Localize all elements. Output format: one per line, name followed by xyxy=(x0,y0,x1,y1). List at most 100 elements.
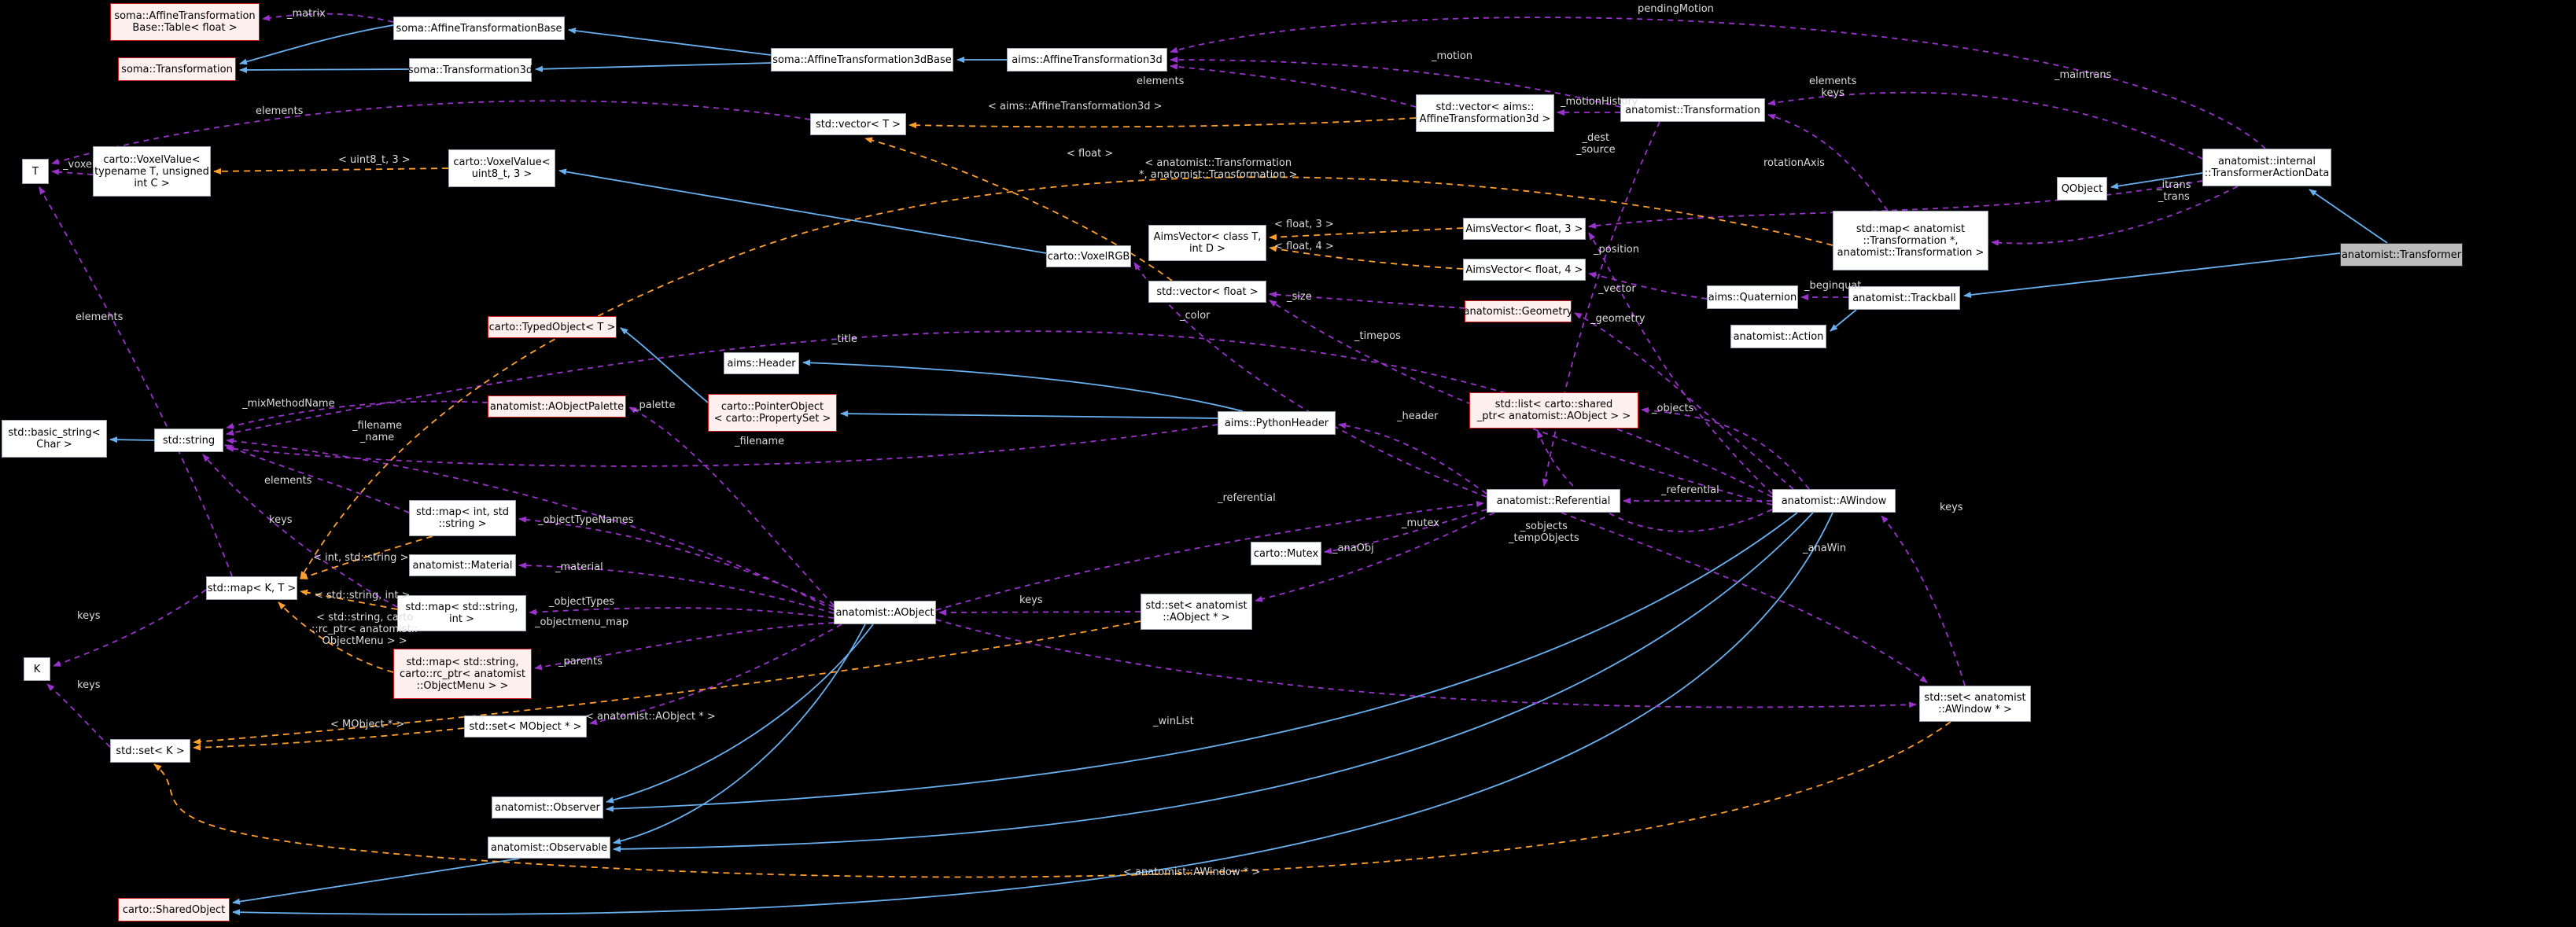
node-material[interactable]: anatomist::Material xyxy=(409,554,516,576)
node-observer[interactable]: anatomist::Observer xyxy=(492,796,603,818)
node-anaTransformation[interactable]: anatomist::Transformation xyxy=(1620,98,1765,122)
node-geometry[interactable]: anatomist::Geometry xyxy=(1464,300,1572,322)
edge-label-t-vecfloat: < float > xyxy=(1067,148,1114,160)
node-K[interactable]: K xyxy=(24,657,50,681)
edge-label-u-beginquat: _beginquat xyxy=(1804,280,1862,292)
node-label: carto::TypedObject< T > xyxy=(488,321,616,333)
edge-inh-transformer-trackball xyxy=(1963,252,2341,298)
node-aimsVectorF3[interactable]: AimsVector< float, 3 > xyxy=(1463,218,1586,240)
node-mapStringInt[interactable]: std::map< std::string,int > xyxy=(397,595,526,631)
node-referential[interactable]: anatomist::Referential xyxy=(1487,489,1620,513)
edge-t-intstring xyxy=(300,535,433,579)
node-stdVectorT[interactable]: std::vector< T > xyxy=(810,113,906,135)
node-aimsVectorTD[interactable]: AimsVector< class T,int D > xyxy=(1148,225,1266,261)
node-setAWindow[interactable]: std::set< anatomist::AWindow * > xyxy=(1919,686,2031,722)
edge-inh-aff3dbase-affbase xyxy=(568,28,772,56)
node-voxelRGB[interactable]: carto::VoxelRGB xyxy=(1046,245,1131,267)
edge-label-t-mobject: < MObject * > xyxy=(330,719,405,730)
node-pythonHeader[interactable]: aims::PythonHeader xyxy=(1218,411,1336,435)
node-transformer[interactable]: anatomist::Transformer xyxy=(2340,243,2463,267)
node-T[interactable]: T xyxy=(22,159,49,184)
edge-u-anawin xyxy=(1561,512,1928,683)
edge-u-material xyxy=(518,562,835,614)
node-aimsHeader[interactable]: aims::Header xyxy=(724,352,799,374)
node-affTransBase[interactable]: soma::AffineTransformationBase xyxy=(393,17,565,40)
node-label: std::list< carto::shared xyxy=(1494,399,1613,410)
edge-inh-awindow-shared xyxy=(232,512,1833,916)
edge-label-u-mutex: _mutex xyxy=(1402,517,1439,529)
edge-label-u-map-elements-keys: elements keys xyxy=(1809,75,1857,99)
edge-u-mapkt-elements xyxy=(39,186,233,577)
node-stdList[interactable]: std::list< carto::shared_ptr< anatomist:… xyxy=(1469,392,1638,429)
edge-u-setk-keys xyxy=(46,683,111,748)
edge-label-u-referential-win: _referential xyxy=(1661,484,1719,496)
node-typedObject[interactable]: carto::TypedObject< T > xyxy=(488,316,617,338)
node-stdString[interactable]: std::string xyxy=(154,429,223,452)
node-setMObject[interactable]: std::set< MObject * > xyxy=(464,715,587,738)
node-label: carto::rc_ptr< anatomist xyxy=(399,668,526,680)
edge-label-u-vector: _vector xyxy=(1598,283,1636,295)
node-label: ::AObject * > xyxy=(1163,612,1230,624)
node-qobject[interactable]: QObject xyxy=(2057,177,2107,200)
node-quaternion[interactable]: aims::Quaternion xyxy=(1707,285,1798,309)
node-trackball[interactable]: anatomist::Trackball xyxy=(1848,286,1960,310)
node-label: anatomist::AWindow xyxy=(1781,495,1887,507)
node-somaTransformation[interactable]: soma::Transformation xyxy=(118,57,236,81)
edge-u-header xyxy=(1338,422,1487,495)
node-vecAff3d[interactable]: std::vector< aims::AffineTransformation3… xyxy=(1416,94,1554,132)
node-palette[interactable]: anatomist::AObjectPalette xyxy=(488,395,626,418)
edge-inh-transformer-tad xyxy=(2309,189,2388,244)
node-aimsVectorF4[interactable]: AimsVector< float, 4 > xyxy=(1463,259,1586,281)
edge-inh-trackball-action xyxy=(1830,309,1857,332)
node-label: std::string xyxy=(162,434,216,447)
node-mutex[interactable]: carto::Mutex xyxy=(1251,542,1321,565)
edge-u-rotationaxis xyxy=(1588,180,2203,230)
node-label: anatomist::internal xyxy=(2217,156,2316,167)
node-setK[interactable]: std::set< K > xyxy=(110,739,190,763)
node-observable[interactable]: anatomist::Observable xyxy=(488,837,610,859)
node-label: AimsVector< float, 4 > xyxy=(1465,263,1583,276)
node-label: carto::VoxelRGB xyxy=(1047,250,1130,263)
node-label: anatomist::Transformation xyxy=(1625,104,1760,116)
node-transformerActionData[interactable]: anatomist::internal::TransformerActionDa… xyxy=(2202,149,2331,186)
edge-u-referential-obj xyxy=(935,501,1484,611)
node-action[interactable]: anatomist::Action xyxy=(1730,325,1826,348)
edge-u-dest-source xyxy=(1542,121,1660,487)
node-mapKT[interactable]: std::map< K, T > xyxy=(206,576,297,600)
node-label: carto::SharedObject xyxy=(122,903,226,916)
edge-inh-awindow-observer xyxy=(606,512,1798,812)
edge-u-mapkt-keys xyxy=(53,589,207,667)
node-label: AimsVector< float, 3 > xyxy=(1465,223,1583,235)
node-label: std::set< anatomist xyxy=(1924,692,2026,704)
edge-t-aobjectptr xyxy=(193,620,1141,745)
node-aobject[interactable]: anatomist::AObject xyxy=(834,601,936,624)
node-label: ::TransformerActionData xyxy=(2204,167,2330,179)
edge-u-mutex xyxy=(1324,509,1487,554)
node-label: carto::VoxelValue< xyxy=(103,153,201,166)
edge-label-u-winlist: _winList xyxy=(1153,715,1194,727)
edge-u-map-elements-keys xyxy=(1767,113,1889,212)
node-label: int C > xyxy=(134,177,170,189)
node-awindow[interactable]: anatomist::AWindow xyxy=(1772,489,1896,513)
node-somaTrans3d[interactable]: soma::Transformation3d xyxy=(407,58,533,82)
node-sharedObject[interactable]: carto::SharedObject xyxy=(118,898,230,921)
node-mapStringMenu[interactable]: std::map< std::string,carto::rc_ptr< ana… xyxy=(393,649,532,699)
node-voxelValueUint8[interactable]: carto::VoxelValue<uint8_t, 3 > xyxy=(448,149,555,187)
node-label: std::set< anatomist xyxy=(1145,600,1247,612)
node-stdVectorFloat[interactable]: std::vector< float > xyxy=(1148,281,1266,303)
node-aimsAff3d[interactable]: aims::AffineTransformation3d xyxy=(1007,48,1167,72)
node-label: anatomist::Referential xyxy=(1496,495,1611,507)
node-mapIntString[interactable]: std::map< int, std::string > xyxy=(409,500,516,536)
node-label: carto::PointerObject xyxy=(720,401,824,413)
node-setAObject[interactable]: std::set< anatomist::AObject * > xyxy=(1141,594,1252,630)
node-aff3dBase[interactable]: soma::AffineTransformation3dBase xyxy=(771,48,953,72)
node-basicString[interactable]: std::basic_string<Char > xyxy=(2,420,107,458)
node-mapTransTrans[interactable]: std::map< anatomist::Transformation *,an… xyxy=(1833,211,1988,270)
node-pointerObject[interactable]: carto::PointerObject< carto::PropertySet… xyxy=(708,394,837,432)
node-label: soma::Transformation3d xyxy=(407,64,533,76)
edge-t-mobject xyxy=(193,727,465,751)
node-label: int D > xyxy=(1188,243,1226,255)
edge-label-u-vect-elements: elements xyxy=(256,105,304,117)
